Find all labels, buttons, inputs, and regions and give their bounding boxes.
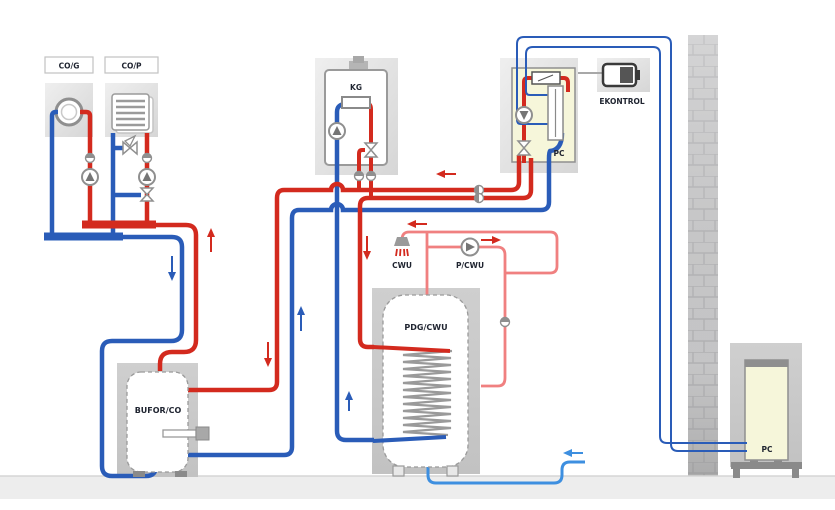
check-valve (473, 192, 485, 204)
flow-arrow-down (168, 256, 176, 281)
pdg-cwu-tank: PDG/CWU (372, 294, 469, 477)
ekontrol-label: EKONTROL (599, 97, 645, 106)
electric-heater (162, 429, 197, 438)
check-valves (84, 152, 511, 328)
cwu-label: CWU (392, 261, 412, 270)
flow-arrow-right (481, 236, 501, 244)
flow-arrow-down (264, 342, 272, 367)
pc-outdoor-unit: PC (730, 343, 802, 478)
kg-internals (328, 96, 379, 158)
check-valve (365, 170, 377, 182)
pc-pump (515, 106, 533, 124)
circuit-labels: CO/G CO/P (44, 56, 159, 74)
kg-three-way-valve (363, 142, 379, 158)
cold-water-inlet (426, 460, 585, 485)
flow-arrow-up (297, 306, 305, 331)
check-valve (84, 152, 96, 164)
bufor-co-label: BUFOR/CO (135, 406, 182, 415)
co-p-radiator (111, 93, 154, 134)
flow-arrow-up (345, 391, 353, 411)
p-cwu-pump: P/CWU (456, 237, 484, 270)
check-valve (353, 170, 365, 182)
co-g-pump (81, 168, 99, 186)
flow-arrow-up (207, 228, 215, 252)
pc-three-way-valve (516, 140, 532, 156)
kg-boiler: KG (324, 56, 388, 166)
bufor-co-tank: BUFOR/CO (126, 371, 210, 477)
kg-exchanger (341, 96, 371, 109)
p-cwu-label: P/CWU (456, 261, 484, 270)
co-g-label: CO/G (59, 62, 80, 71)
chimney (688, 35, 718, 476)
dhw-circulation (400, 230, 559, 388)
co-p-label: CO/P (121, 62, 142, 71)
check-valve (499, 316, 511, 328)
kg-pump (328, 122, 346, 140)
heat-supply-line (186, 155, 522, 393)
co-p-mixing-valve (122, 134, 138, 156)
co-g-return (49, 109, 58, 236)
pc-outdoor-label: PC (761, 445, 772, 454)
check-valve (141, 152, 153, 164)
flow-arrows (168, 170, 583, 457)
hot-pipes (80, 76, 570, 393)
co-p-pump (138, 168, 156, 186)
pc-return-pipe (186, 132, 565, 458)
flow-arrow-down (363, 236, 371, 260)
pdg-cwu-label: PDG/CWU (404, 323, 447, 332)
ekontrol-controller: EKONTROL (578, 62, 645, 106)
cwu-tap: CWU (392, 237, 412, 270)
circulation-return (427, 245, 507, 388)
co-g-device (54, 97, 84, 127)
heating-coil (402, 349, 453, 437)
flow-arrow-left (436, 170, 456, 178)
flow-arrow-left (407, 220, 427, 228)
pc-internals: PC (515, 71, 565, 158)
dhw-heat-line (357, 158, 534, 350)
flow-arrow-left (563, 449, 583, 457)
co-p-valve (139, 187, 155, 202)
kg-label: KG (350, 83, 362, 92)
pc-indoor-label: PC (553, 149, 564, 158)
floor (0, 475, 835, 499)
co-g-supply (80, 109, 93, 221)
